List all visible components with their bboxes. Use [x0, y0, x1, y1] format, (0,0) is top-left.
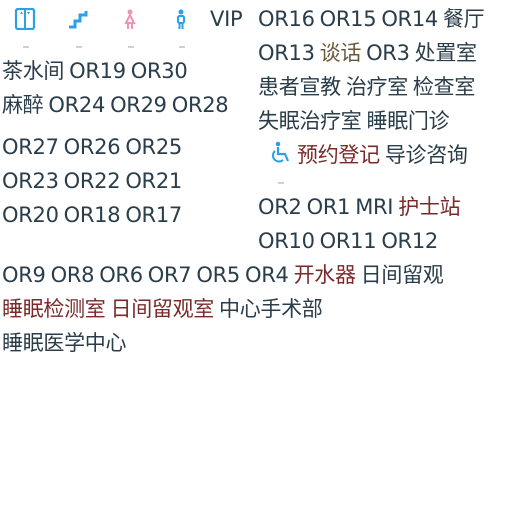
label: OR29	[110, 93, 167, 117]
label: OR25	[125, 135, 182, 159]
label: 中心手术部	[219, 297, 323, 321]
right-row-3: 患者宣教治疗室检查室	[258, 70, 480, 104]
bottom-row-3: 睡眠医学中心	[2, 326, 131, 360]
label: OR12	[381, 229, 438, 253]
label: 日间留观室	[110, 297, 215, 321]
label: OR23	[2, 169, 59, 193]
label: 睡眠门诊	[366, 109, 450, 133]
female-restroom-icon	[113, 6, 147, 50]
label: OR18	[63, 203, 121, 227]
label: OR9	[2, 263, 46, 287]
label: 茶水间	[2, 59, 65, 83]
label: OR27	[2, 135, 59, 159]
label: 导诊咨询	[384, 143, 468, 167]
label: 预约登记	[297, 143, 380, 167]
label: OR4	[244, 263, 289, 287]
label: 检查室	[412, 75, 476, 99]
label: OR8	[50, 263, 95, 287]
label: VIP	[210, 7, 243, 31]
label: OR28	[171, 93, 229, 117]
label: OR17	[125, 203, 182, 227]
label: 开水器	[293, 263, 356, 287]
label: OR21	[125, 169, 182, 193]
label: OR16	[258, 7, 315, 31]
label: 谈话	[319, 41, 362, 65]
label: 护士站	[398, 195, 461, 219]
wheelchair-icon	[270, 141, 292, 167]
left-row-1: VIP	[210, 2, 247, 36]
label: 失眠治疗室	[258, 109, 362, 133]
right-row-4: 失眠治疗室睡眠门诊	[258, 104, 454, 138]
label: 处置室	[414, 41, 477, 65]
label: OR30	[130, 59, 188, 83]
label: OR2	[258, 195, 302, 219]
bottom-row-2: 睡眠检测室日间留观室中心手术部	[2, 292, 328, 326]
label: 睡眠检测室	[2, 297, 106, 321]
elevator-icon	[8, 6, 42, 50]
label: OR22	[63, 169, 121, 193]
label: OR3	[366, 41, 410, 65]
right-row-5: 预约登记导诊咨询	[270, 138, 473, 172]
label: 患者宣教	[258, 75, 341, 99]
label: OR26	[63, 135, 121, 159]
label: OR20	[2, 203, 59, 227]
label: OR7	[147, 263, 192, 287]
label: OR14	[381, 7, 438, 31]
label: OR11	[319, 229, 377, 253]
label: OR10	[258, 229, 315, 253]
label: OR19	[69, 59, 126, 83]
label: 餐厅	[442, 7, 485, 31]
label: OR6	[99, 263, 143, 287]
label: MRI	[355, 195, 394, 219]
stairs-icon	[61, 6, 95, 50]
label: 睡眠医学中心	[2, 331, 127, 355]
male-restroom-icon	[164, 6, 198, 50]
label: OR15	[319, 7, 377, 31]
label: OR5	[196, 263, 240, 287]
label: OR1	[306, 195, 351, 219]
label: 日间留观	[360, 263, 444, 287]
label: OR24	[48, 93, 106, 117]
label: 麻醉	[2, 93, 44, 117]
label: 治疗室	[345, 75, 408, 99]
label: OR13	[258, 41, 315, 65]
